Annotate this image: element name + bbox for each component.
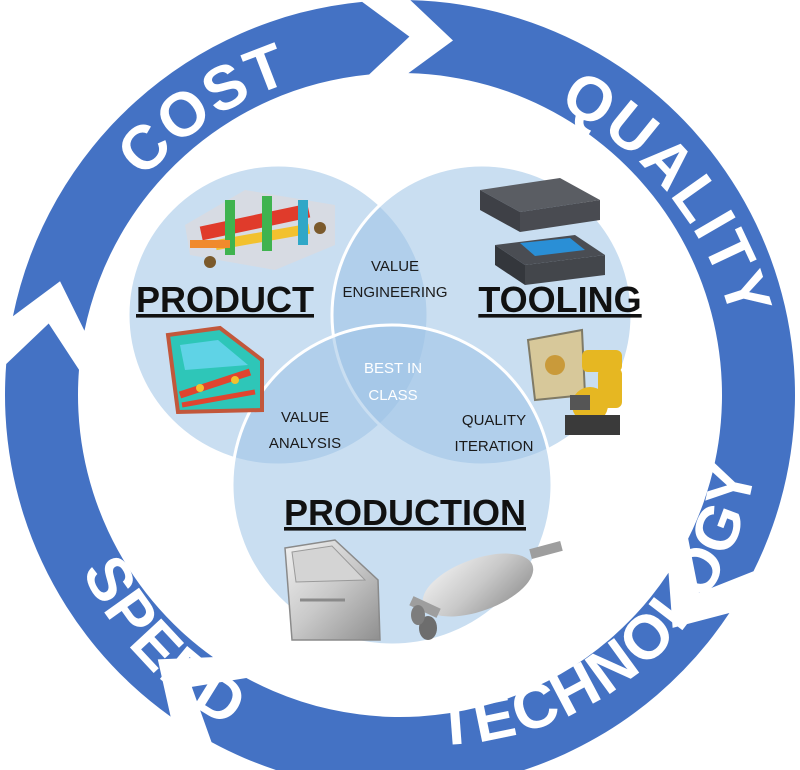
ring-segment-cost (12, 1, 410, 331)
overlap-label-value-analysis-1: VALUE (281, 409, 329, 426)
center-label-best-in-class-1: BEST IN (364, 360, 422, 377)
car-door-panel-icon (284, 539, 381, 641)
cycle-ring (4, 0, 795, 770)
industrial-robot-icon (526, 328, 622, 435)
stamping-die-icon (480, 178, 605, 285)
ring-segment-quality (408, 0, 795, 593)
door-frame-cad-icon (165, 325, 264, 415)
circle-title-tooling: TOOLING (478, 279, 641, 320)
circle-title-product: PRODUCT (136, 279, 314, 320)
ring-segment-speed (4, 323, 214, 717)
circle-title-production: PRODUCTION (284, 492, 526, 533)
center-label-best-in-class-2: CLASS (368, 387, 417, 404)
overlap-label-value-engineering-2: ENGINEERING (342, 284, 447, 301)
overlap-label-value-engineering-1: VALUE (371, 258, 419, 275)
overlap-label-quality-iteration-2: ITERATION (455, 438, 534, 455)
ring-segment-technology (191, 572, 730, 770)
overlap-label-value-analysis-2: ANALYSIS (269, 435, 341, 452)
vehicle-frame-cad-icon (185, 190, 335, 270)
exhaust-muffler-icon (409, 541, 563, 640)
overlap-label-quality-iteration-1: QUALITY (462, 412, 526, 429)
